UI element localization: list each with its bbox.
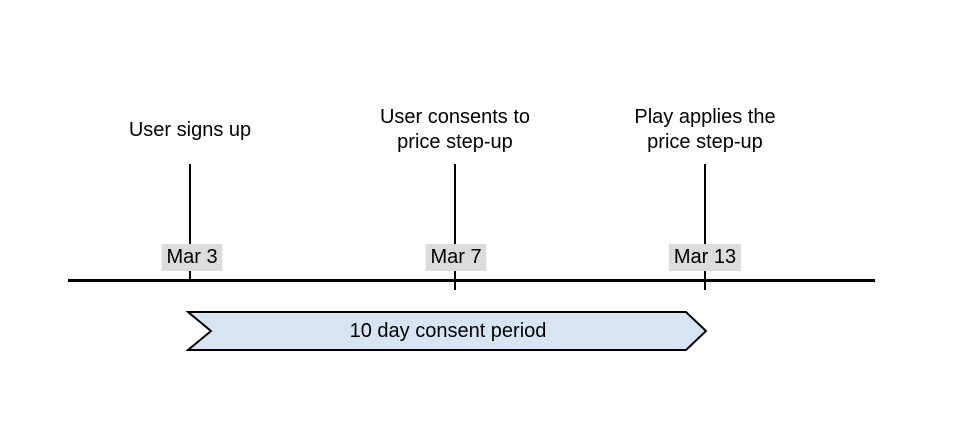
event-title-apply: Play applies the price step-up bbox=[634, 106, 776, 153]
consent-period-banner-shape bbox=[186, 311, 708, 351]
event-date-consent: Mar 7 bbox=[425, 244, 487, 271]
timeline-axis bbox=[68, 279, 875, 282]
event-title-consent: User consents to price step-up bbox=[379, 106, 531, 153]
consent-period-label: 10 day consent period bbox=[349, 320, 547, 342]
event-tick-apply bbox=[704, 164, 706, 290]
event-tick-signup bbox=[189, 164, 191, 281]
event-tick-consent bbox=[454, 164, 456, 290]
event-date-signup: Mar 3 bbox=[161, 244, 223, 271]
event-title-signup: User signs up bbox=[128, 118, 252, 141]
chevron-arrow-shape bbox=[186, 311, 708, 351]
event-date-apply: Mar 13 bbox=[668, 244, 742, 271]
